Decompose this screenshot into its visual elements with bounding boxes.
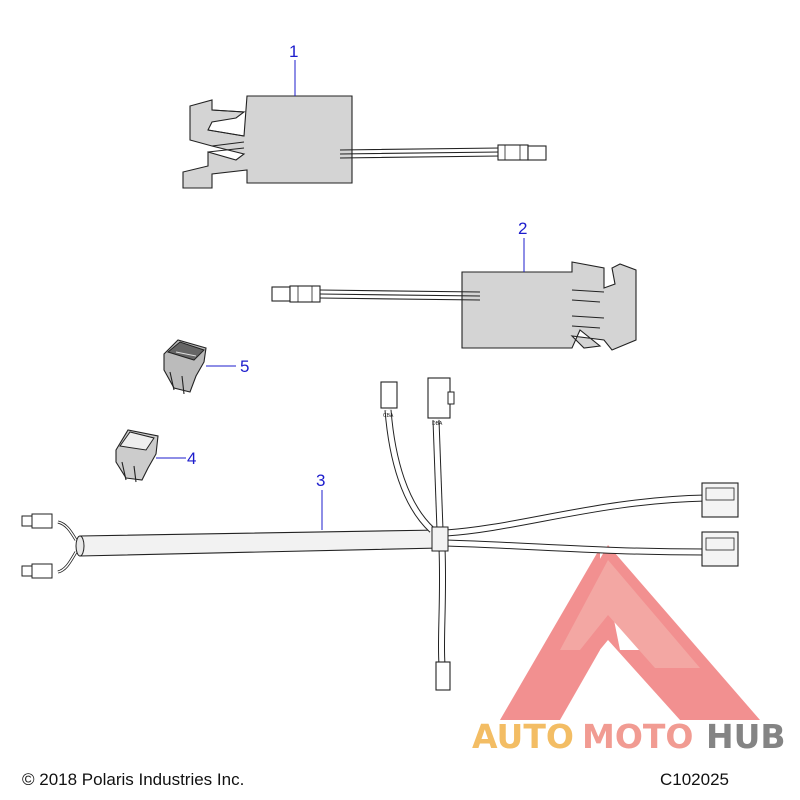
rocker-switch-5 [163,339,207,395]
callout-1: 1 [289,42,298,61]
callout-5: 5 [240,357,249,376]
watermark-wordmark: AUTO MOTO HUB [472,717,786,756]
connector-tag-left: CBA [383,413,394,419]
heater-pad-1 [182,95,547,189]
connector-tag-right: DBA [432,421,443,427]
watermark-moto: MOTO [582,717,693,756]
callout-2: 2 [518,219,527,238]
copyright-text: © 2018 Polaris Industries Inc. [22,770,245,789]
callout-3: 3 [316,471,325,490]
drawing-code: C102025 [660,770,730,789]
heater-pad-2 [271,261,637,351]
watermark-hub: HUB [706,717,786,756]
wiring-harness-3 [21,377,739,691]
watermark-auto: AUTO [472,717,574,756]
watermark-triangle-logo [500,545,760,720]
rocker-switch-4 [115,429,159,483]
callout-4: 4 [187,449,196,468]
